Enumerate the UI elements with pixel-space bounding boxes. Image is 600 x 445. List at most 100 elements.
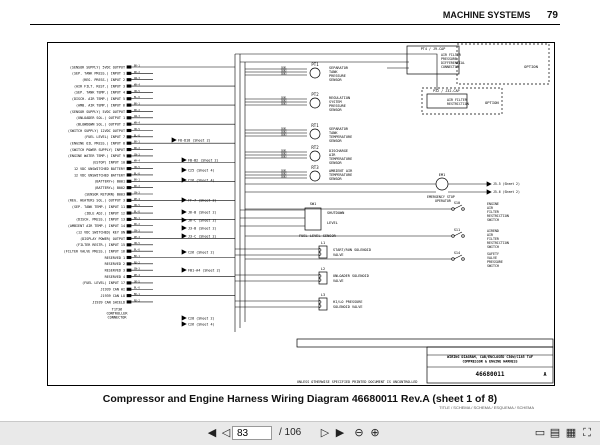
component-label: LEVEL	[327, 221, 338, 225]
wire-code: OR-5	[134, 166, 140, 169]
option-dashed-box	[421, 87, 503, 115]
connector-pin	[126, 173, 132, 177]
wire-code: GN-3	[134, 153, 140, 156]
zoom-out-icon[interactable]: ⊖	[354, 427, 364, 439]
sensor-symbol	[309, 170, 321, 182]
connector-pin	[126, 211, 132, 215]
switch-label: RESTRICTION	[487, 241, 509, 245]
connector-pin	[126, 300, 132, 304]
wire-code: WH-4	[134, 83, 140, 86]
signal-label: (FUEL LEVEL) INPUT 17	[82, 281, 125, 285]
page-number: 79	[546, 10, 558, 21]
option-label: AIR FILTER	[441, 53, 461, 57]
switch-blade	[453, 254, 463, 260]
connector-pin	[126, 160, 132, 164]
wire-code: OR-5	[134, 242, 140, 245]
ref-arrow	[181, 157, 187, 163]
valve-id: L2	[321, 267, 325, 271]
wire-code: BL-6	[134, 249, 140, 252]
wire-code: SEN1	[281, 170, 287, 173]
wire-code: SEN3	[281, 156, 287, 159]
option-label: RESTRICTION	[447, 102, 469, 106]
wire-code: RD-2	[134, 261, 140, 264]
sensor-label: TEMPERATURE	[329, 173, 352, 177]
page-number-input[interactable]: 83	[232, 426, 272, 440]
signal-label: (ENGINE WATER TEMP.) INPUT 9	[68, 154, 125, 158]
switch-label: RESTRICTION	[487, 214, 509, 218]
next-page-icon[interactable]: ▷	[320, 427, 330, 439]
ref-arrow	[181, 315, 187, 321]
valve-coil	[318, 245, 328, 259]
signal-label: (ENGINE OIL PRESS.) INPUT 8	[70, 142, 125, 146]
connector-pin	[126, 249, 132, 253]
connector-pin	[126, 90, 132, 94]
signal-label: (DISCH. PRESS.) INPUT 13	[76, 218, 125, 222]
connector-pin	[126, 243, 132, 247]
sensor-symbol	[309, 67, 321, 79]
wire-code: WH-4	[134, 236, 140, 239]
wire-code: BK-1	[134, 64, 140, 67]
prev-page-icon[interactable]: ◀	[207, 427, 217, 439]
valve-id: L1	[321, 241, 325, 245]
valve-label: VALVE	[333, 279, 344, 283]
ref-arrow	[181, 197, 187, 203]
sheet-ref: F8-D18 (Sheet 2)	[178, 138, 211, 142]
sensor-label: SENSOR	[329, 161, 343, 165]
connector-pin	[126, 217, 132, 221]
switch-contact	[451, 257, 455, 261]
sheet-ref: C26 (Sheet 4)	[188, 322, 215, 326]
switch-label: FILTER	[487, 210, 499, 214]
connector-pin	[126, 135, 132, 139]
connector-pin	[126, 141, 132, 145]
wire-code: SEN2	[281, 70, 287, 73]
wire-code: GN-3	[134, 191, 140, 194]
valve-label: START/RUN SOLENOID	[333, 248, 371, 252]
ref-arrow	[486, 189, 492, 195]
single-page-view-icon[interactable]: ▭	[534, 427, 546, 439]
sensor-id: PT2	[311, 92, 319, 97]
signal-label: (AIR FILT. REST.) INPUT 3	[74, 84, 125, 88]
previous-button-icon[interactable]: ◁	[221, 427, 231, 439]
sensor-id: RT3	[311, 165, 319, 170]
signal-label: 12 VDC UNSWITCHED BATTERY	[74, 173, 125, 177]
sheet-ref: J5-5 (Sheet 2)	[493, 182, 520, 186]
thumbnails-icon[interactable]: ▦	[565, 427, 577, 439]
signal-label: RESERVED 2	[105, 262, 125, 266]
connector-pin	[126, 179, 132, 183]
wire-code: BK-1	[134, 141, 140, 144]
wire-code: GN-3	[134, 268, 140, 271]
signal-label: J1939 CAN SHIELD	[92, 300, 125, 304]
signal-label: (SENSOR SUPPLY) 5VDC OUTPUT	[70, 65, 125, 69]
switch-id: S14	[454, 251, 460, 255]
sheet-ref: C26 (Sheet 2)	[188, 250, 215, 254]
sensor-label: REGULATION	[329, 96, 350, 100]
valve-label: HI/LO PRESSURE	[333, 300, 363, 304]
signal-label: (FUEL LEVEL) INPUT 7	[84, 135, 125, 139]
last-page-icon[interactable]: ▶	[335, 427, 345, 439]
signal-label: (12 VDC SWITCHED) KEY ON	[76, 230, 125, 234]
wire-code: SEN2	[281, 173, 287, 176]
switch-label: SWITCH	[487, 264, 499, 268]
zoom-in-icon[interactable]: ⊕	[370, 427, 380, 439]
signal-label: (AMB. AIR TEMP.) INPUT 6	[76, 103, 125, 107]
wire-code: SEN1	[281, 150, 287, 153]
wire-code: BK-1	[134, 255, 140, 258]
wire-code: BK-1	[134, 293, 140, 296]
connector-pin	[126, 103, 132, 107]
switch-contact	[461, 207, 465, 211]
connector-pin	[126, 186, 132, 190]
fullscreen-icon[interactable]: ⛶	[583, 427, 591, 439]
option-connector-box	[406, 45, 460, 75]
switch-contact	[461, 257, 465, 261]
connector-pin	[126, 167, 132, 171]
connector-pin	[126, 281, 132, 285]
sensor-label: SEPARATOR	[329, 127, 349, 131]
wire-code: RD-2	[134, 185, 140, 188]
wire-code: WH-4	[134, 198, 140, 201]
signal-label: (SWITCH POWER SUPPLY) INPUT	[70, 148, 125, 152]
continuous-view-icon[interactable]: ▤	[549, 427, 561, 439]
wire-code: WH-4	[134, 160, 140, 163]
sheet-ref: J6-C (Sheet 2)	[188, 218, 217, 222]
sheet-ref: FF-7 (Sheet 2)	[188, 198, 217, 202]
ref-arrow	[181, 217, 187, 223]
